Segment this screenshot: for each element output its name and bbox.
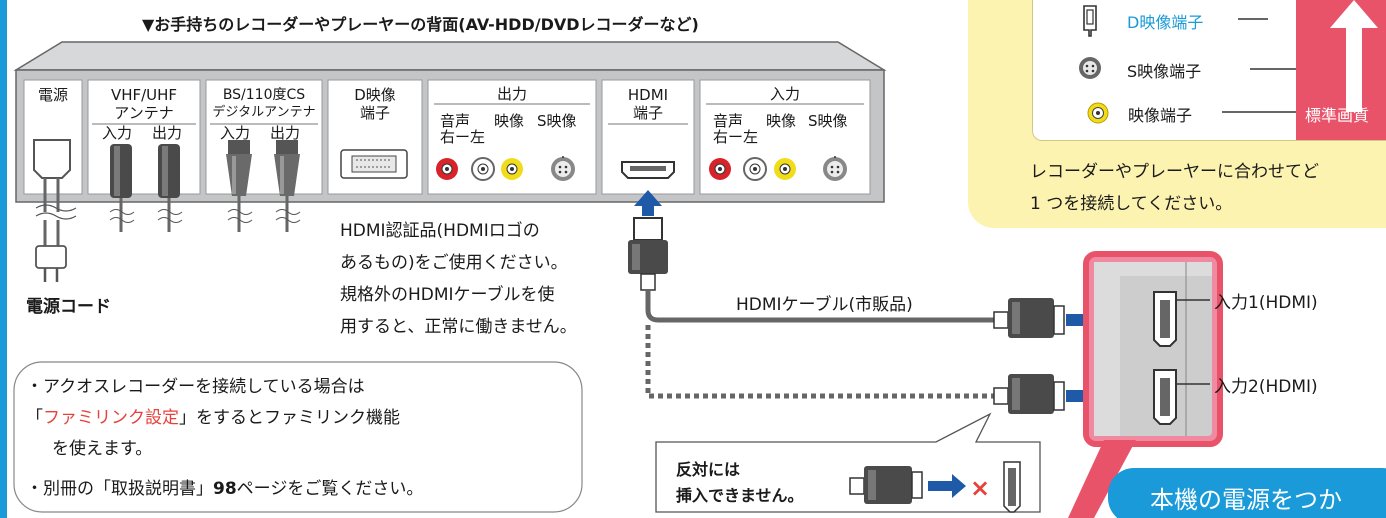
familink-setting-link[interactable]: ファミリンク設定: [43, 408, 179, 428]
tips-page-number: 98: [213, 479, 237, 499]
tv-input1-label: 入力1(HDMI): [1214, 293, 1318, 313]
vhf-output-cable: [157, 144, 183, 232]
pink-pointer: [1068, 440, 1136, 518]
hdmi-note-line3: 規格外のHDMIケーブルを使: [340, 285, 555, 305]
reverse-callout: ×: [655, 412, 1041, 513]
label-output-video: 映像: [494, 112, 525, 130]
recorder-title: ▼お手持ちのレコーダーやプレーヤーの背面(AV-HDD/DVDレコーダーなど): [142, 15, 699, 34]
quality-up-arrow: [1330, 0, 1378, 112]
tips-line2-pre: 「: [26, 408, 43, 428]
s-video-icon: [1079, 57, 1101, 79]
label-bs-out: 出力: [270, 124, 301, 142]
recorder-hdmi-jack: [621, 161, 675, 179]
tips-line1: ・アクオスレコーダーを接続している場合は: [26, 377, 365, 397]
tips-line3: を使えます。: [52, 439, 153, 459]
left-edge-bar: [0, 0, 7, 518]
bs-input-cable: [226, 140, 253, 232]
label-input-audio: 音声: [713, 112, 744, 130]
quality-d-video: D映像端子: [1127, 13, 1204, 32]
label-vhf-2: アンテナ: [114, 104, 174, 122]
hdmi-cable-dotted: [645, 325, 996, 399]
tv-hdmi-plug-2: [993, 374, 1065, 414]
tips-line4-pre: ・別冊の「取扱説明書」: [26, 479, 213, 499]
bs-output-cable: [274, 140, 301, 232]
label-hdmi-2: 端子: [632, 104, 663, 122]
quality-standard: 標準画質: [1305, 106, 1370, 125]
label-output-group: 出力: [496, 85, 527, 103]
output-audio-r-jack: [436, 158, 458, 180]
tips-line4-post: ページをご覧ください。: [236, 479, 424, 499]
panel-vhf: [87, 79, 201, 195]
input-svideo-jack: [823, 156, 847, 181]
tips-box: [13, 361, 583, 513]
cable-label: HDMIケーブル(市販品): [736, 295, 913, 315]
input-audio-r-jack: [709, 158, 731, 180]
label-output-audio: 音声: [440, 112, 471, 130]
label-output-audio-rl: 右ー左: [440, 128, 486, 146]
svg-text:×: ×: [970, 474, 990, 502]
hdmi-note-line2: あるもの)をご使用ください。: [340, 253, 568, 273]
tv-hdmi-plug-1: [993, 298, 1065, 338]
d-terminal-icon: [1083, 5, 1097, 37]
hdmi-note-line1: HDMI認証品(HDMIロゴの: [340, 221, 540, 241]
label-input-audio-rl: 右ー左: [713, 128, 759, 146]
vhf-input-cable: [109, 144, 135, 232]
label-d-1: D映像: [354, 86, 396, 104]
power-plug-icon: [33, 139, 77, 282]
hdmi-up-arrow: [634, 190, 662, 216]
tv-panel-bevel: [1094, 262, 1212, 436]
tips-line2: 「ファミリンク設定」をするとファミリンク機能: [26, 403, 400, 434]
output-audio-l-jack: [471, 157, 495, 181]
output-video-jack: [501, 158, 523, 180]
label-bs-in: 入力: [220, 124, 251, 142]
tv-panel-surface: [1094, 262, 1212, 436]
output-svideo-jack: [551, 156, 575, 181]
label-output-svideo: S映像: [537, 112, 577, 130]
recorder-top: [13, 41, 887, 71]
label-hdmi-1: HDMI: [627, 86, 669, 104]
hdmi-cable-solid: [645, 290, 996, 323]
input-audio-l-jack: [743, 157, 767, 181]
hdmi-cable-plug: [628, 217, 668, 291]
d-terminal-jack: [340, 149, 408, 179]
quality-note-line2: 1 つを接続してください。: [1030, 194, 1233, 214]
label-d-2: 端子: [359, 104, 390, 122]
label-input-svideo: S映像: [808, 112, 848, 130]
hdmi-note-line4: 用すると、正常に働きません。: [340, 317, 577, 337]
label-power: 電源: [37, 86, 68, 104]
tv-hdmi-port-2: [1153, 369, 1177, 425]
banner-bg: [1108, 468, 1386, 518]
reverse-note-line1: 反対には: [676, 460, 741, 479]
banner-text: 本機の電源をつか: [1150, 486, 1342, 514]
label-input-group: 入力: [769, 85, 800, 103]
label-vhf-out: 出力: [152, 124, 183, 142]
quality-composite: 映像端子: [1128, 106, 1193, 125]
input-video-jack: [774, 158, 796, 180]
tv-input2-label: 入力2(HDMI): [1214, 377, 1318, 397]
panel-bs: [205, 79, 323, 195]
label-bs-1: BS/110度CS: [222, 87, 306, 103]
tv-hdmi-port-1: [1153, 291, 1177, 347]
composite-video-icon: [1087, 102, 1109, 124]
tips-line4: ・別冊の「取扱説明書」98ページをご覧ください。: [26, 474, 423, 505]
power-cord-label: 電源コード: [26, 297, 111, 317]
label-input-video: 映像: [766, 112, 797, 130]
quality-note-line1: レコーダーやプレーヤーに合わせてど: [1030, 162, 1319, 182]
label-vhf-in: 入力: [102, 124, 133, 142]
quality-s-video: S映像端子: [1127, 62, 1202, 81]
reverse-note-line2: 挿入できません。: [676, 486, 804, 505]
tips-line2-post: 」をするとファミリンク機能: [179, 408, 400, 428]
label-bs-2: デジタルアンテナ: [212, 105, 316, 120]
label-vhf-1: VHF/UHF: [110, 86, 178, 104]
